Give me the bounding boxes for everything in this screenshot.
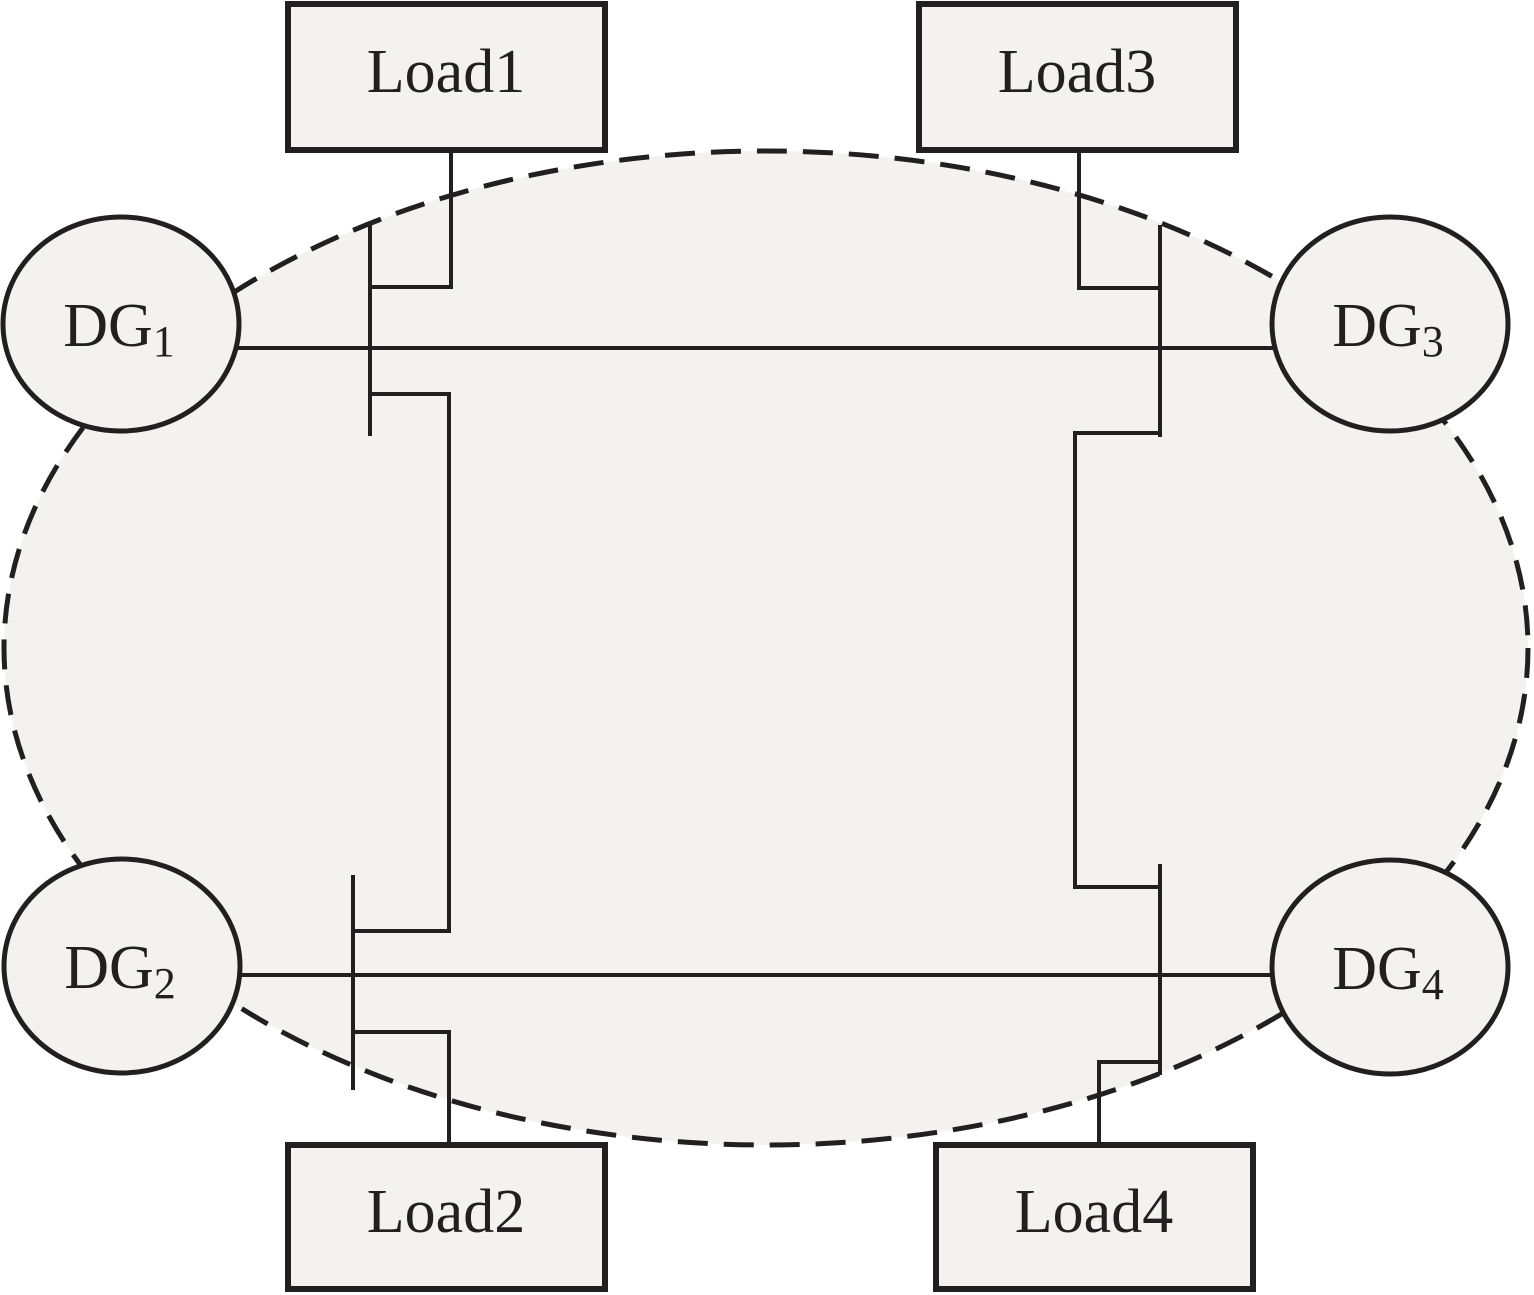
- microgrid-boundary: [1, 148, 1531, 1148]
- load4-box: Load4: [933, 1142, 1256, 1292]
- dg1-label: DG1: [63, 292, 175, 366]
- dg2-node: DG2: [1, 856, 243, 1076]
- load1-label: Load1: [367, 38, 525, 106]
- dg1-node: DG1: [0, 214, 242, 434]
- link-bus3-bus4: [1073, 431, 1160, 889]
- load4-label: Load4: [1015, 1178, 1173, 1246]
- network-wiring: [238, 150, 1274, 1143]
- load3-box: Load3: [916, 1, 1239, 153]
- dg3-label: DG3: [1332, 292, 1444, 366]
- load3-label: Load3: [998, 38, 1156, 106]
- link-load2: [353, 1030, 451, 1143]
- link-load4: [1097, 1060, 1160, 1143]
- load1-box: Load1: [285, 1, 608, 153]
- load2-box: Load2: [285, 1142, 608, 1292]
- dg4-label: DG4: [1332, 935, 1444, 1009]
- dg4-node: DG4: [1269, 857, 1511, 1077]
- dg2-label: DG2: [64, 934, 176, 1008]
- link-bus1-bus2: [353, 392, 451, 933]
- load2-label: Load2: [367, 1178, 525, 1246]
- link-load3: [1077, 150, 1160, 290]
- dg3-node: DG3: [1269, 214, 1511, 434]
- link-load1: [370, 150, 453, 289]
